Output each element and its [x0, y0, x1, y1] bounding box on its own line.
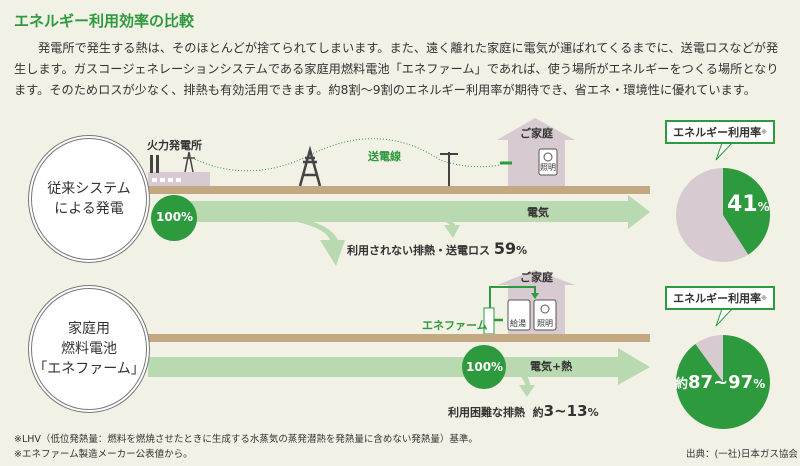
output-label: 電気+熱: [530, 360, 573, 373]
bubble-tail: [715, 308, 734, 327]
lighting-icon: [538, 148, 558, 176]
page-title: エネルギー利用効率の比較: [14, 12, 195, 30]
enefarm-unit-label: エネファーム: [422, 319, 488, 332]
supply-line: [489, 286, 536, 308]
loss-label: 利用困難な排熱 約3~13%: [448, 402, 599, 420]
input-circle: [151, 195, 197, 241]
lighting-icon: [533, 299, 557, 331]
output-arrow: [148, 348, 650, 385]
loss-label: 利用されない排熱・送電ロス 59%: [347, 239, 528, 258]
electricity-label: 電気: [527, 206, 549, 219]
rate-value: 約87~97%: [675, 372, 766, 393]
input-percent: 100%: [156, 210, 194, 224]
label-conventional-system: 従来システム による発電: [28, 135, 150, 263]
loss-arrow-small: [500, 364, 535, 397]
loss-value: 3~13: [543, 402, 588, 420]
rate-bubble: エネルギー利用率※: [665, 286, 775, 310]
home-label: ご家庭: [520, 127, 553, 140]
input-percent: 100%: [466, 360, 504, 374]
rate-value: 41%: [727, 192, 770, 217]
pie-chart-enefarm: [675, 335, 770, 429]
loss-arrow-small: [300, 209, 460, 238]
pie-utilization-slice: [675, 335, 770, 429]
bubble-tail: [715, 142, 734, 161]
source-credit: 出典：(一社)日本ガス協会: [686, 449, 798, 460]
ground-bar: [147, 334, 650, 342]
transmission-tower-icon: [298, 145, 322, 187]
intro-text: 発電所で発生する熱は、そのほとんどが捨てられてしまいます。また、遠く離れた家庭に…: [14, 41, 779, 97]
power-line: [191, 138, 501, 172]
tower-icon: [183, 151, 195, 173]
lighting-label: 照明: [540, 163, 556, 172]
lighting-label: 照明: [537, 319, 553, 328]
power-line-label: 送電線: [368, 150, 401, 163]
input-circle: [462, 345, 506, 389]
pie-utilization-slice: [723, 168, 770, 255]
footnote: ※エネファーム製造メーカー公表値から。: [14, 449, 193, 460]
pie-chart-conventional: [676, 168, 770, 262]
rate-bubble: エネルギー利用率※: [665, 120, 775, 144]
hot-water-label: 給湯: [510, 319, 526, 328]
ground-bar: [147, 186, 650, 194]
utility-pole-icon: [440, 152, 458, 186]
label-enefarm-system: 家庭用 燃料電池 「エネファーム」: [28, 285, 150, 413]
loss-value: 59: [493, 239, 517, 258]
loss-arrow: [190, 214, 345, 266]
plant-chimney: [150, 155, 153, 173]
plant-chimney: [156, 155, 159, 173]
home-label: ご家庭: [520, 271, 553, 284]
footnote: ※LHV（低位発熱量：燃料を燃焼させたときに生成する水蒸気の蒸発潜熱を発熱量に含…: [14, 434, 478, 445]
hot-water-icon: [507, 299, 531, 331]
plant-label: 火力発電所: [147, 139, 202, 152]
electricity-arrow: [190, 195, 650, 229]
